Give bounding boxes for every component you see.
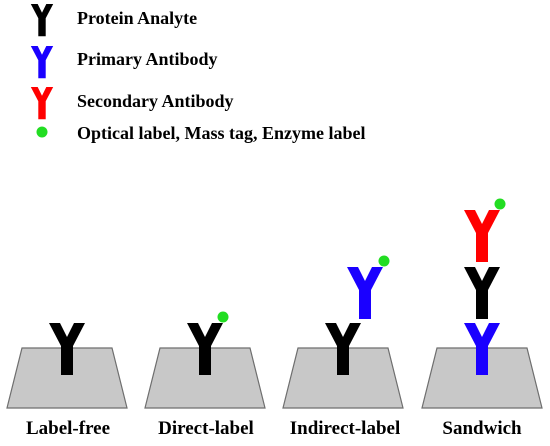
panel-4 (421, 198, 543, 409)
label-dot-icon (378, 255, 390, 267)
assay-panels (6, 198, 543, 409)
label-dot-icon (494, 198, 506, 210)
caption-indirect-label: Indirect-label (289, 418, 401, 439)
substrate (144, 347, 266, 409)
legend-label-dot-icon (36, 126, 48, 138)
substrate (282, 347, 404, 409)
protein-y-antibody-icon (49, 323, 85, 375)
substrate (421, 347, 543, 409)
label-dot-icon (217, 311, 229, 323)
legend-secondary-antibody: Secondary Antibody (77, 91, 234, 111)
legend-secondary-y-antibody-icon (30, 87, 54, 120)
legend-icons (30, 4, 54, 138)
legend-protein-analyte: Protein Analyte (77, 8, 198, 28)
protein-y-antibody-icon (187, 323, 223, 375)
panel-2 (144, 311, 266, 409)
secondary-y-antibody-icon (464, 210, 500, 262)
caption-sandwich: Sandwich (442, 418, 522, 439)
substrate (6, 347, 128, 409)
primary-y-antibody-icon (347, 267, 383, 319)
legend-label: Optical label, Mass tag, Enzyme label (77, 123, 366, 143)
legend-primary-antibody: Primary Antibody (77, 49, 218, 69)
protein-y-antibody-icon (464, 267, 500, 319)
caption-label-free: Label-free (25, 418, 111, 439)
panel-3 (282, 255, 404, 409)
primary-y-antibody-icon (464, 323, 500, 375)
panel-1 (6, 323, 128, 409)
legend-primary-y-antibody-icon (30, 46, 54, 79)
caption-direct-label: Direct-label (158, 418, 254, 439)
protein-y-antibody-icon (325, 323, 361, 375)
legend-protein-y-antibody-icon (30, 4, 54, 37)
